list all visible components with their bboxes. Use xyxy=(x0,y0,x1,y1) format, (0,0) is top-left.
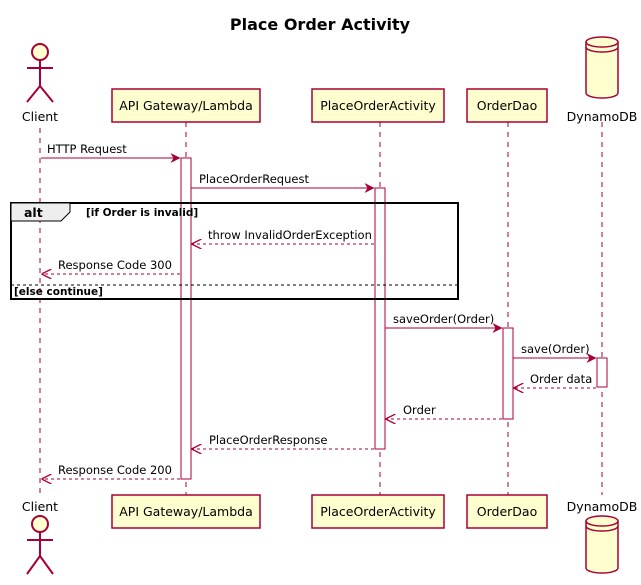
participant-activity-label-bottom: PlaceOrderActivity xyxy=(320,504,436,519)
participants-top: Client API Gateway/Lambda PlaceOrderActi… xyxy=(22,36,638,124)
participant-client-label: Client xyxy=(22,109,58,124)
diagram-title: Place Order Activity xyxy=(230,15,411,34)
message-response-200: Response Code 200 xyxy=(58,463,172,477)
message-place-order-request: PlaceOrderRequest xyxy=(199,172,309,186)
actor-client-icon-bottom xyxy=(26,515,54,575)
participant-activity-box xyxy=(311,88,445,123)
participant-activity-label: PlaceOrderActivity xyxy=(320,98,436,113)
database-db-icon xyxy=(585,36,619,99)
participant-gateway-box-bottom xyxy=(111,494,261,529)
activation-db xyxy=(596,357,608,388)
message-save-order: saveOrder(Order) xyxy=(393,312,494,326)
message-save: save(Order) xyxy=(521,342,590,356)
message-place-order-response: PlaceOrderResponse xyxy=(209,433,328,447)
participant-gateway-label-bottom: API Gateway/Lambda xyxy=(119,504,253,519)
participant-gateway-label: API Gateway/Lambda xyxy=(119,98,253,113)
participant-gateway-box xyxy=(111,88,261,123)
participant-db-label: DynamoDB xyxy=(567,109,638,124)
alt-guard-invalid: [if Order is invalid] xyxy=(86,207,198,219)
message-http-request: HTTP Request xyxy=(47,142,127,156)
participant-dao-label-bottom: OrderDao xyxy=(477,504,537,519)
actor-client-icon xyxy=(26,43,54,103)
message-order-data: Order data xyxy=(530,372,592,386)
activation-gateway xyxy=(180,157,192,480)
message-throw-exception: throw InvalidOrderException xyxy=(208,228,372,242)
database-db-icon-bottom xyxy=(585,515,619,574)
participant-dao-box-bottom xyxy=(466,494,548,529)
participant-dao-label: OrderDao xyxy=(477,98,537,113)
participant-activity-box-bottom xyxy=(311,494,445,529)
participant-dao-box xyxy=(466,88,548,123)
alt-keyword: alt xyxy=(24,205,43,220)
participants-bottom: Client API Gateway/Lambda PlaceOrderActi… xyxy=(22,494,638,575)
alt-guard-else: [else continue] xyxy=(14,286,103,298)
message-response-300: Response Code 300 xyxy=(58,258,172,272)
activation-activity xyxy=(374,187,386,450)
alt-fragment: alt [if Order is invalid] [else continue… xyxy=(10,202,459,300)
message-order: Order xyxy=(403,403,436,417)
participant-db-label-bottom: DynamoDB xyxy=(567,499,638,514)
activation-dao xyxy=(502,327,514,420)
participant-client-label-bottom: Client xyxy=(22,499,58,514)
